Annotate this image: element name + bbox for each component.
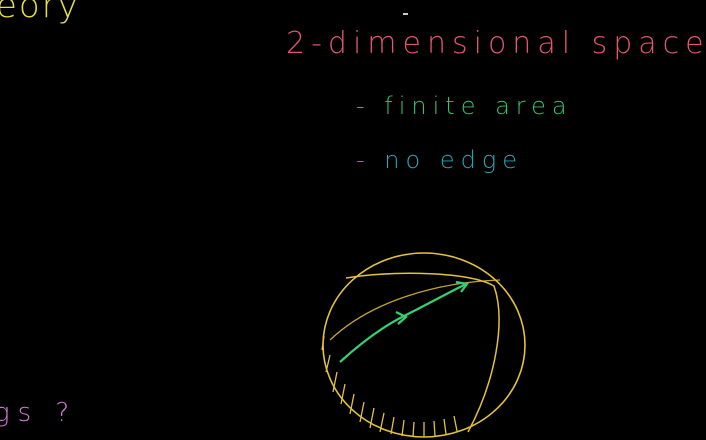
- bullet-no-edge: - no edge: [356, 146, 523, 174]
- sphere-hatching: [321, 335, 458, 438]
- heading-text: 2-dimensional space: [286, 26, 706, 61]
- title-fragment-text: eory: [0, 0, 80, 26]
- arrowhead-mid: [395, 311, 408, 325]
- bullet-finite-area: - finite area: [356, 92, 573, 120]
- stray-mark: [403, 13, 408, 15]
- sphere-equator: [329, 279, 501, 341]
- arrowhead-end: [455, 280, 469, 293]
- geodesic-path: [339, 283, 467, 363]
- corner-fragment-text: gs ?: [0, 398, 78, 428]
- sphere-meridian: [345, 272, 500, 433]
